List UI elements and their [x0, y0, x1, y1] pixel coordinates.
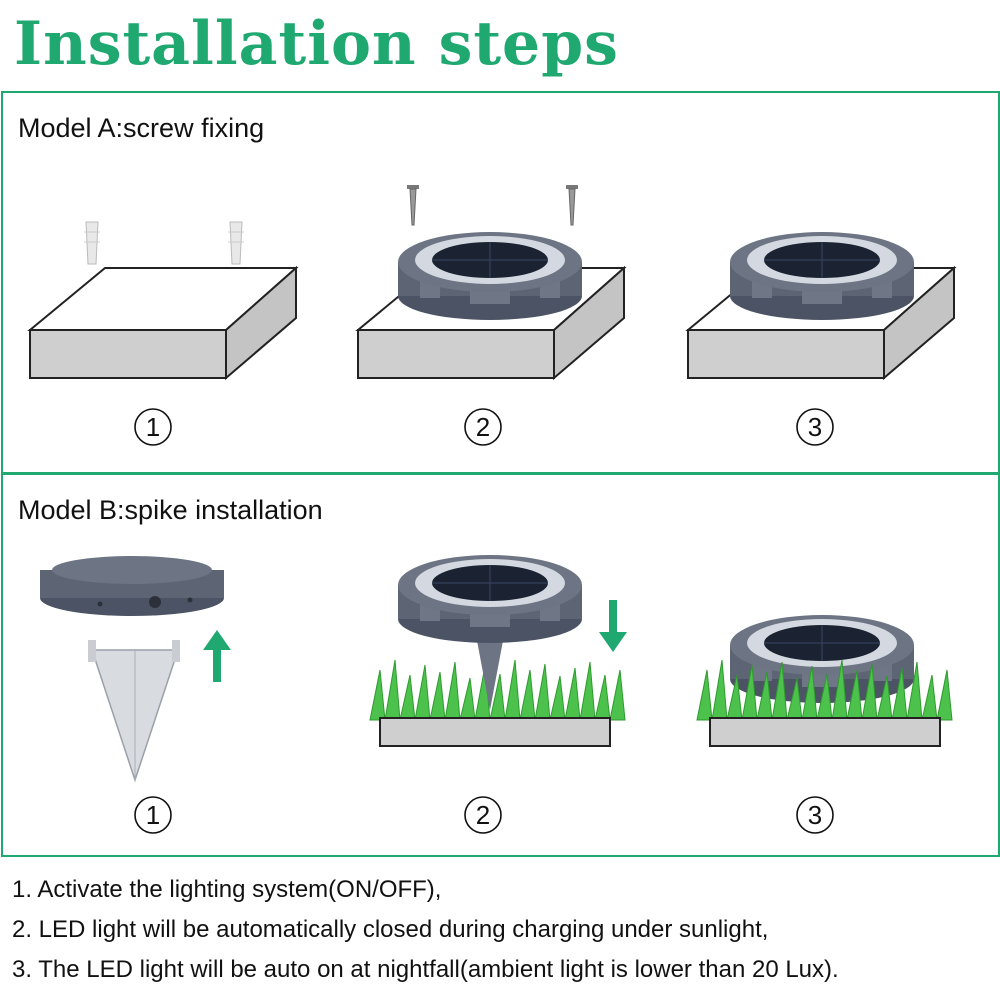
- solar-lamp: [729, 231, 915, 321]
- wall-anchor-icon: [227, 221, 245, 265]
- step-number-a2: 2: [464, 408, 502, 446]
- model-b-step-2-illustration: [369, 554, 627, 747]
- arrow-up-icon: [203, 630, 231, 682]
- svg-text:1: 1: [146, 412, 160, 442]
- svg-text:1: 1: [146, 800, 160, 830]
- model-a-label: Model A:screw fixing: [18, 113, 265, 143]
- step-number-b1: 1: [134, 796, 172, 834]
- ground-spike: [88, 640, 180, 783]
- svg-text:3: 3: [808, 412, 822, 442]
- svg-text:3: 3: [808, 800, 822, 830]
- model-a-step-1-illustration: [29, 221, 297, 379]
- solar-lamp: [397, 231, 583, 321]
- step-number-b3: 3: [796, 796, 834, 834]
- model-b-step-3-illustration: [696, 614, 953, 747]
- spike: [475, 630, 505, 710]
- svg-text:2: 2: [476, 800, 490, 830]
- usage-notes: 1. Activate the lighting system(ON/OFF),…: [12, 870, 839, 990]
- stone-slab: [29, 267, 297, 379]
- page-title: Installation steps: [14, 9, 619, 79]
- model-b-label: Model B:spike installation: [18, 495, 323, 525]
- screw-icon: [406, 184, 420, 226]
- wall-anchor-icon: [83, 221, 101, 265]
- model-a-step-2-illustration: [357, 184, 625, 379]
- step-number-a3: 3: [796, 408, 834, 446]
- arrow-down-icon: [599, 600, 627, 652]
- step-number-b2: 2: [464, 796, 502, 834]
- model-b-step-1-illustration: [40, 556, 231, 783]
- note-1: 1. Activate the lighting system(ON/OFF),: [12, 876, 442, 903]
- svg-text:2: 2: [476, 412, 490, 442]
- ground-slab: [709, 717, 941, 747]
- solar-lamp-bottom-view: [40, 556, 224, 616]
- ground-slab: [379, 717, 611, 747]
- note-2: 2. LED light will be automatically close…: [12, 916, 769, 943]
- model-a-step-3-illustration: [687, 231, 955, 379]
- solar-lamp: [397, 554, 583, 644]
- step-number-a1: 1: [134, 408, 172, 446]
- note-3: 3. The LED light will be auto on at nigh…: [12, 956, 839, 983]
- screw-icon: [565, 184, 579, 226]
